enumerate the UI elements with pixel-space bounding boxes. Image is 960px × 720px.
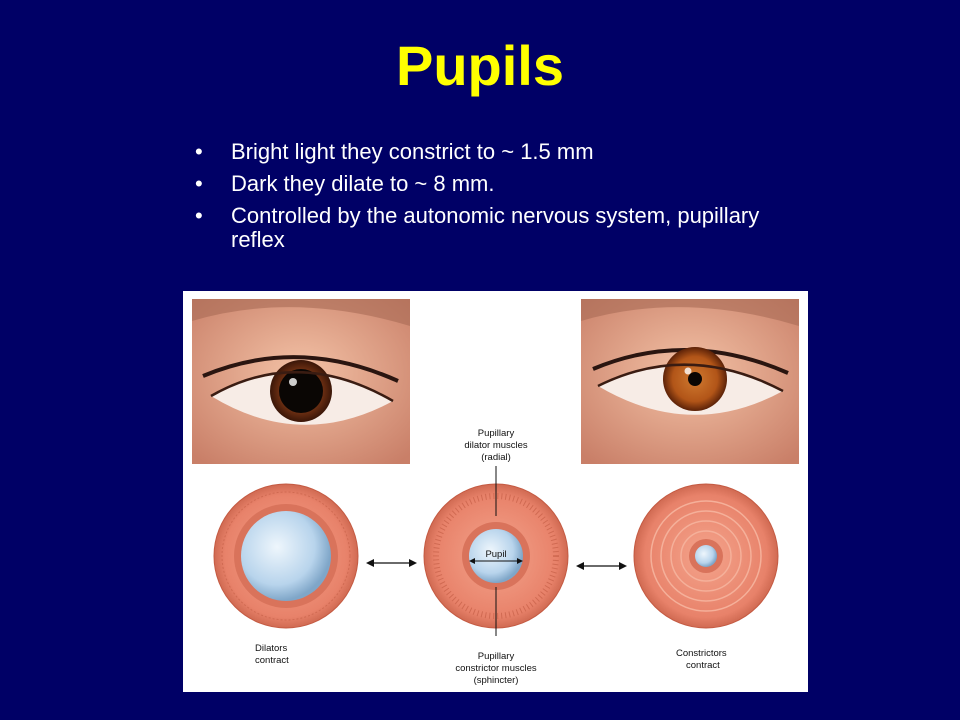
constricted-iris-diagram	[633, 483, 779, 629]
dilated-iris-diagram	[213, 483, 359, 629]
svg-text:Dilators: Dilators	[255, 643, 287, 654]
svg-text:contract: contract	[255, 655, 289, 666]
constrictor-muscles-label: Pupillary constrictor muscles (sphincter…	[455, 651, 537, 686]
pupil-diagram: Pupil Pupillary dilator muscles (radial)…	[192, 299, 799, 686]
bullet-item: •Dark they dilate to ~ 8 mm.	[195, 171, 495, 196]
double-arrow-right	[576, 562, 627, 570]
bullet-list: •Bright light they constrict to ~ 1.5 mm…	[195, 140, 815, 260]
svg-text:Pupillary: Pupillary	[478, 428, 515, 439]
bullet-item: •Bright light they constrict to ~ 1.5 mm	[195, 139, 594, 164]
bullet-text: Bright light they constrict to ~ 1.5 mm	[231, 139, 594, 164]
constrictors-contract-label: Constrictors contract	[676, 648, 727, 671]
svg-text:dilator muscles: dilator muscles	[464, 440, 528, 451]
svg-text:Pupillary: Pupillary	[478, 651, 515, 662]
svg-text:(sphincter): (sphincter)	[474, 675, 519, 686]
bullet-text: Controlled by the autonomic nervous syst…	[231, 203, 760, 252]
bullet-text: Dark they dilate to ~ 8 mm.	[231, 171, 495, 196]
dilated-eye-photo	[192, 299, 410, 464]
constricted-eye-photo	[581, 299, 799, 464]
slide-title: Pupils	[395, 34, 565, 97]
svg-text:constrictor muscles: constrictor muscles	[455, 663, 537, 674]
normal-iris-diagram: Pupil	[423, 483, 569, 629]
pupil-figure: Pupil Pupillary dilator muscles (radial)…	[183, 291, 808, 692]
pupil-label: Pupil	[485, 549, 506, 560]
double-arrow-left	[366, 559, 417, 567]
svg-text:Constrictors: Constrictors	[676, 648, 727, 659]
svg-text:contract: contract	[686, 660, 720, 671]
bullet-item: •Controlled by the autonomic nervous sys…	[195, 203, 760, 252]
dilators-contract-label: Dilators contract	[255, 643, 289, 666]
svg-text:(radial): (radial)	[481, 452, 511, 463]
dilator-muscles-label: Pupillary dilator muscles (radial)	[464, 428, 528, 463]
